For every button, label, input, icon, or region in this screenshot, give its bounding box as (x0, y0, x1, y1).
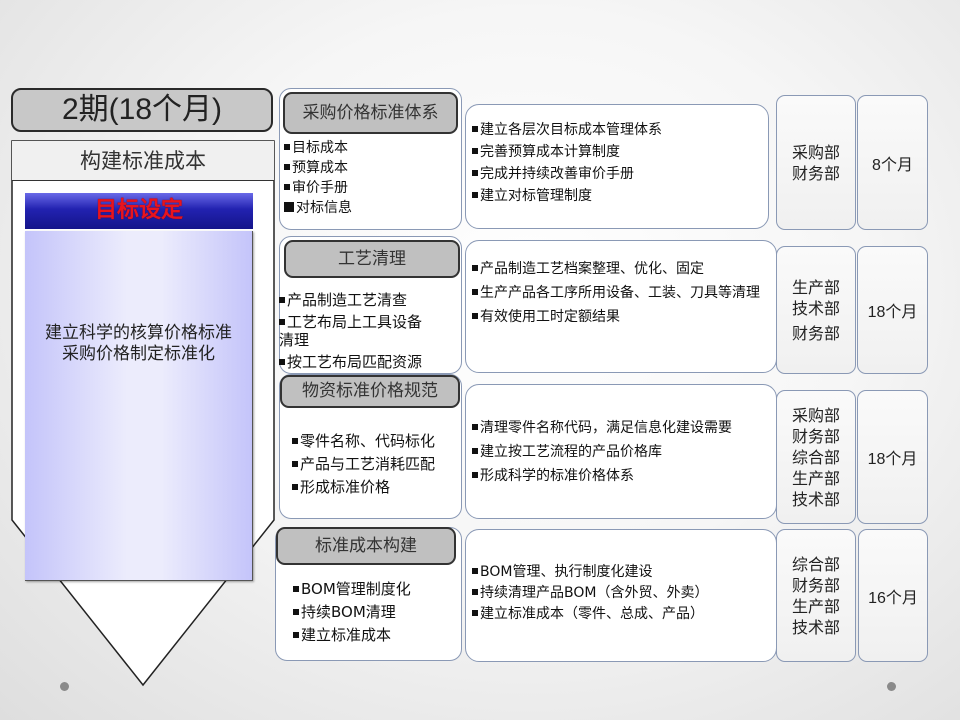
category-item: 产品与工艺消耗匹配 (292, 453, 435, 476)
category-item: 目标成本 (284, 138, 352, 158)
detail-item: 建立对标管理制度 (472, 185, 768, 207)
detail-item: 建立标准成本（零件、总成、产品） (472, 604, 776, 625)
department: 财务部 (791, 575, 840, 595)
category-title: 工艺清理 (284, 240, 460, 278)
department: 财务部 (791, 323, 840, 343)
decorative-dot-left (60, 682, 69, 691)
detail-box: 清理零件名称代码，满足信息化建设需要 建立按工艺流程的产品价格库 形成科学的标准… (465, 384, 777, 519)
detail-box: BOM管理、执行制度化建设 持续清理产品BOM（含外贸、外卖） 建立标准成本（零… (465, 529, 777, 662)
category-item: 产品制造工艺清查 (279, 291, 449, 309)
category-item: 零件名称、代码标化 (292, 430, 435, 453)
department: 采购部 (791, 142, 840, 162)
goal-header: 目标设定 (25, 193, 253, 229)
department: 技术部 (791, 489, 840, 509)
department: 综合部 (791, 554, 840, 574)
category-item: 审价手册 (284, 178, 352, 198)
goal-body: 建立科学的核算价格标准 采购价格制定标准化 (25, 231, 253, 581)
department: 生产部 (791, 596, 840, 616)
department-box: 综合部 财务部 生产部 技术部 (776, 529, 856, 662)
category-items: 零件名称、代码标化 产品与工艺消耗匹配 形成标准价格 (292, 430, 435, 499)
category-item: 工艺布局上工具设备清理 (279, 313, 434, 349)
department: 财务部 (791, 163, 840, 183)
detail-item: BOM管理、执行制度化建设 (472, 562, 776, 583)
department: 生产部 (791, 468, 840, 488)
detail-item: 完善预算成本计算制度 (472, 141, 768, 163)
category-item: 形成标准价格 (292, 476, 435, 499)
detail-item: 建立按工艺流程的产品价格库 (472, 440, 776, 464)
detail-item: 生产产品各工序所用设备、工装、刀具等清理 (472, 282, 762, 304)
detail-item: 形成科学的标准价格体系 (472, 464, 776, 488)
phase-subtitle: 构建标准成本 (12, 141, 274, 181)
category-title: 物资标准价格规范 (280, 375, 460, 408)
detail-box: 建立各层次目标成本管理体系 完善预算成本计算制度 完成并持续改善审价手册 建立对… (465, 104, 769, 229)
detail-item: 建立各层次目标成本管理体系 (472, 119, 768, 141)
department-box: 采购部 财务部 综合部 生产部 技术部 (776, 390, 856, 524)
category-item: BOM管理制度化 (293, 578, 411, 601)
department: 技术部 (791, 617, 840, 637)
detail-item: 持续清理产品BOM（含外贸、外卖） (472, 583, 776, 604)
goal-line: 建立科学的核算价格标准 (45, 323, 232, 343)
department: 技术部 (791, 298, 840, 318)
detail-item: 产品制造工艺档案整理、优化、固定 (472, 258, 776, 280)
category-title: 标准成本构建 (276, 527, 456, 565)
department: 综合部 (791, 447, 840, 467)
detail-item: 有效使用工时定额结果 (472, 306, 776, 328)
detail-item: 清理零件名称代码，满足信息化建设需要 (472, 416, 776, 440)
detail-box: 产品制造工艺档案整理、优化、固定 生产产品各工序所用设备、工装、刀具等清理 有效… (465, 240, 777, 373)
category-item: 建立标准成本 (293, 624, 411, 647)
duration-box: 18个月 (857, 246, 928, 374)
phase-title: 2期(18个月) (11, 88, 273, 132)
duration-box: 16个月 (858, 529, 928, 662)
department: 采购部 (791, 405, 840, 425)
category-items: 产品制造工艺清查 工艺布局上工具设备清理 按工艺布局匹配资源 (279, 291, 449, 371)
duration-box: 18个月 (857, 390, 928, 524)
department: 生产部 (791, 277, 840, 297)
category-item: 预算成本 (284, 158, 352, 178)
department-box: 采购部 财务部 (776, 95, 856, 230)
category-item: 按工艺布局匹配资源 (279, 353, 449, 371)
goal-line: 采购价格制定标准化 (62, 344, 215, 364)
department: 财务部 (791, 426, 840, 446)
category-items: BOM管理制度化 持续BOM清理 建立标准成本 (293, 578, 411, 647)
category-item: 对标信息 (284, 198, 352, 218)
duration-box: 8个月 (857, 95, 928, 230)
department-box: 生产部 技术部 财务部 (776, 246, 856, 374)
category-item: 持续BOM清理 (293, 601, 411, 624)
category-items: 目标成本 预算成本 审价手册 对标信息 (284, 138, 352, 218)
decorative-dot-right (887, 682, 896, 691)
category-title: 采购价格标准体系 (283, 92, 458, 134)
detail-item: 完成并持续改善审价手册 (472, 163, 768, 185)
